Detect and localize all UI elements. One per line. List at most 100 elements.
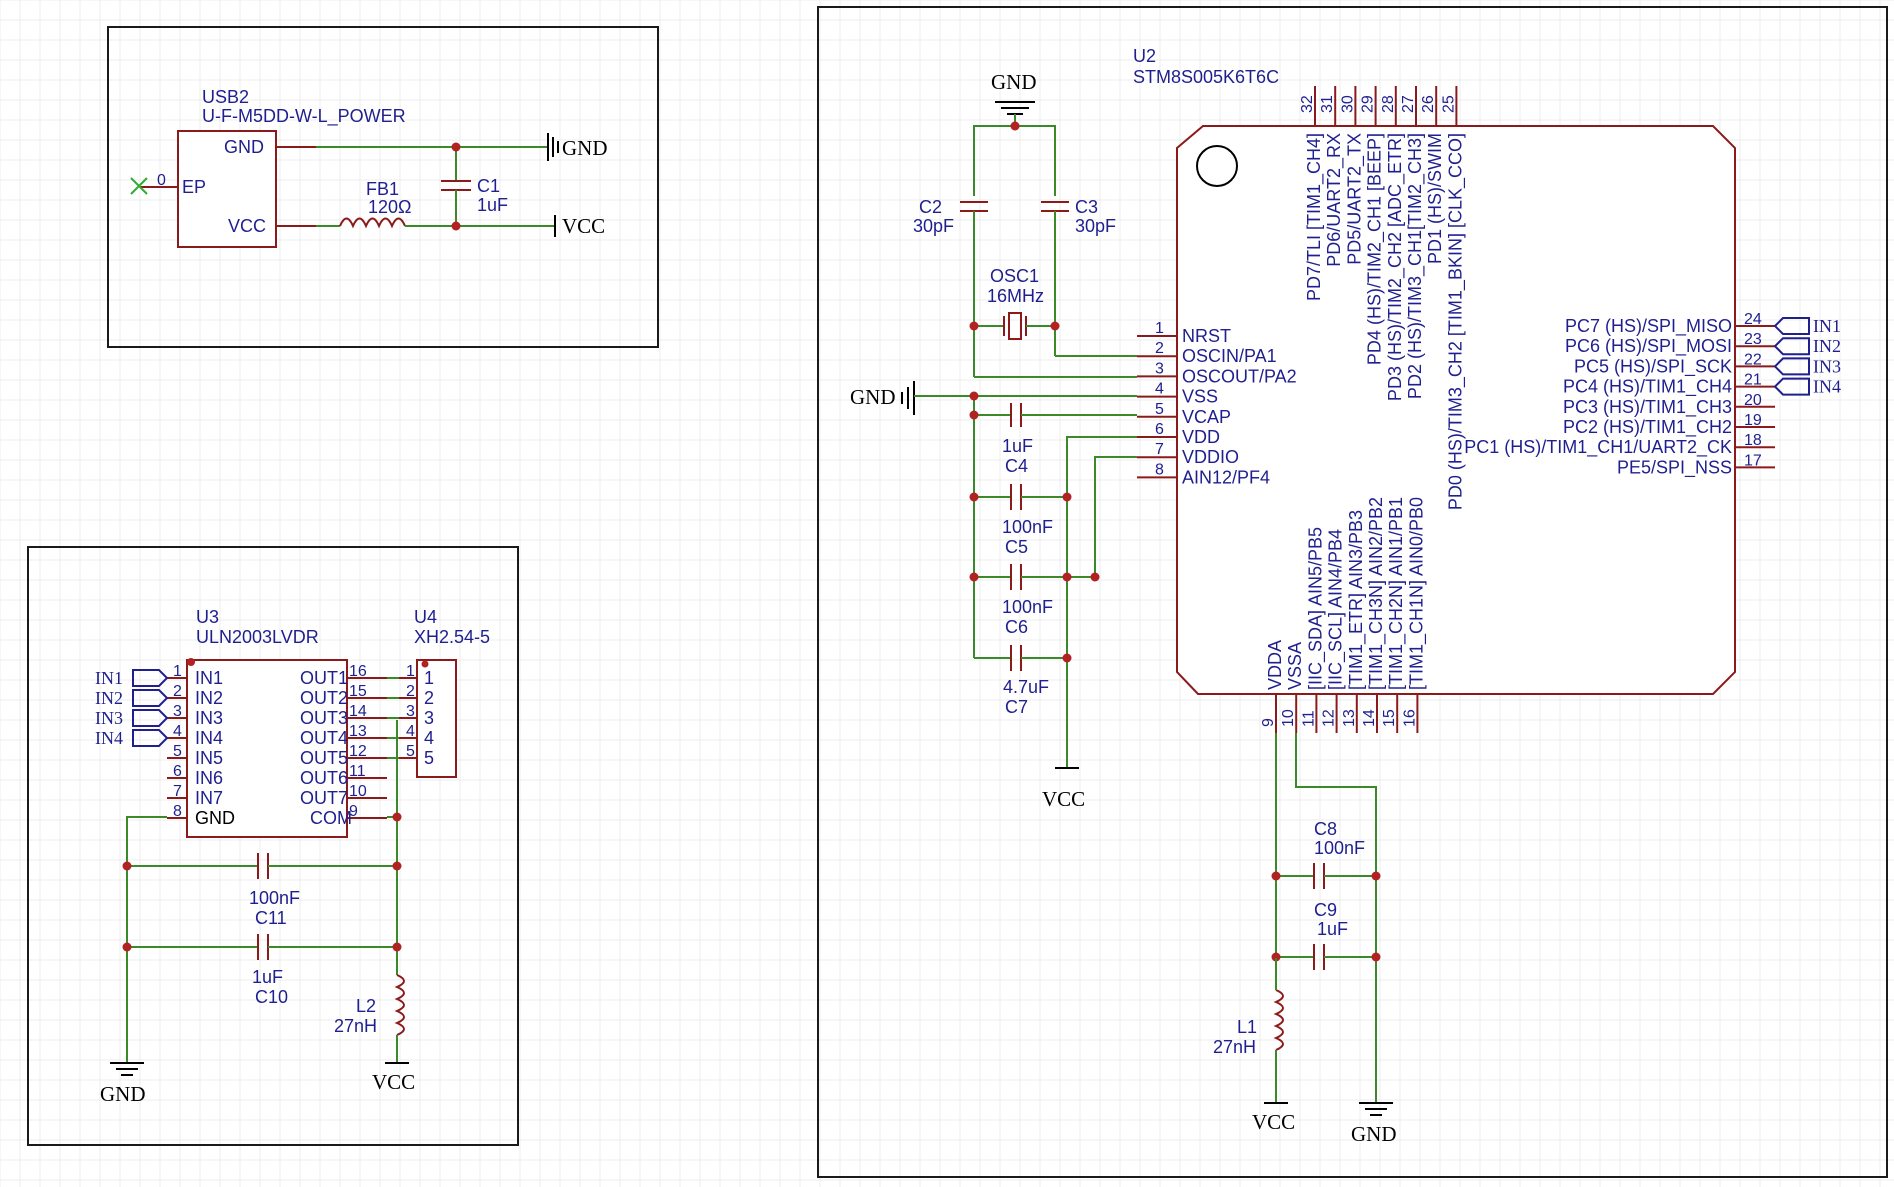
vcc-label: VCC — [562, 214, 605, 238]
u2-pin-label: PD5/UART2_TX — [1344, 133, 1365, 265]
u2-pin-label: OSCOUT/PA2 — [1182, 366, 1297, 386]
u3-body[interactable] — [186, 659, 348, 838]
u2-pin-num: 15 — [1381, 709, 1398, 727]
u2-pin-num: 16 — [1401, 709, 1418, 727]
u2-pin-num: 12 — [1321, 709, 1338, 727]
u2-pin-num: 9 — [1260, 718, 1277, 727]
usb2-pin-vcc-label: VCC — [228, 216, 266, 236]
c2-value: 30pF — [913, 216, 954, 236]
u2-pin-label: PC3 (HS)/TIM1_CH3 — [1563, 397, 1732, 418]
u2-pin-label: PD6/UART2_RX — [1324, 133, 1345, 267]
u2-pin-label: [IIC_SDA] AIN5/PB5 — [1305, 527, 1326, 690]
net-flag-in3-label: IN3 — [1813, 356, 1841, 376]
l1-ref: L1 — [1237, 1017, 1257, 1037]
vcc-label: VCC — [372, 1070, 415, 1094]
gnd-symbol — [547, 133, 559, 161]
l1-inductor[interactable] — [1273, 989, 1284, 1051]
c4-ref: C4 — [1005, 456, 1028, 476]
u2-pin-num: 21 — [1744, 372, 1762, 389]
u2-pin-label: PD3 (HS)/TIM2_CH2 [ADC_ETR] — [1385, 133, 1406, 401]
u2-pin-label: PC7 (HS)/SPI_MISO — [1565, 316, 1732, 337]
gnd-label: GND — [1351, 1122, 1397, 1146]
junction — [392, 942, 402, 952]
u4-ref: U4 — [414, 607, 437, 627]
u2-pin-label: [TIM1_CH3N] AIN2/PB2 — [1366, 497, 1387, 690]
junction — [969, 492, 979, 502]
u2-pin-label: NRST — [1182, 326, 1231, 346]
u2-pin-num: 30 — [1339, 95, 1356, 113]
net-flag-in2-label: IN2 — [1813, 336, 1841, 356]
u3-pin-label: OUT7 — [300, 788, 348, 808]
u2-ref: U2 — [1133, 46, 1156, 66]
u2-pin-label: PC5 (HS)/SPI_SCK — [1574, 356, 1732, 377]
net-flag-in3 — [1773, 357, 1810, 376]
u2-pin-label: VSSA — [1285, 642, 1305, 690]
usb2-pin-gnd-label: GND — [224, 137, 264, 157]
u2-pin-num: 8 — [1155, 461, 1164, 478]
u2-pin-num: 23 — [1744, 331, 1762, 348]
u3-pin-label: COM — [310, 808, 352, 828]
fb1-inductor[interactable] — [339, 217, 406, 229]
junction — [969, 391, 979, 401]
net-flag-in1-label: IN1 — [1813, 316, 1841, 336]
net-flag-in1 — [132, 669, 169, 687]
u4-pin-num: 1 — [406, 663, 415, 680]
gnd-label: GND — [562, 136, 608, 160]
u2-pin-label: PC1 (HS)/TIM1_CH1/UART2_CK — [1464, 437, 1732, 458]
u2-pin-num: 11 — [1300, 710, 1317, 727]
c4-value: 1uF — [1002, 436, 1033, 456]
l2-inductor[interactable] — [394, 974, 405, 1036]
u2-pin-num: 17 — [1744, 452, 1762, 469]
usb-power-block: USB2 U-F-M5DD-W-L_POWER GND VCC EP 0 FB1… — [107, 26, 659, 348]
junction — [392, 861, 402, 871]
vssa-wire — [1295, 733, 1377, 1103]
u2-pin-label: VDD — [1182, 427, 1220, 447]
junction — [1062, 653, 1072, 663]
u2-pin-num: 14 — [1361, 709, 1378, 727]
net-flag-in3-label: IN3 — [95, 708, 123, 728]
usb-block-frame — [107, 26, 659, 348]
u3-pin-label: OUT6 — [300, 768, 348, 788]
u4-pin-label: 1 — [424, 668, 434, 688]
usb2-body[interactable] — [177, 130, 277, 248]
osc1-crystal[interactable] — [1008, 312, 1022, 340]
junction — [122, 861, 132, 871]
no-connect-mark — [130, 177, 148, 195]
junction — [1010, 121, 1020, 131]
pin1-marker — [421, 660, 429, 668]
pin1-marker — [187, 658, 195, 666]
net-flag-in2 — [1773, 337, 1810, 356]
u3-pin-num: 7 — [173, 783, 182, 800]
osc1-ref: OSC1 — [990, 266, 1039, 286]
com-wire — [387, 720, 398, 818]
c5-value: 100nF — [1002, 517, 1053, 537]
u2-pin-label: VCAP — [1182, 407, 1231, 427]
u2-pin-label: PD4 (HS)/TIM2_CH1 [BEEP] — [1365, 133, 1386, 365]
u2-pin-label: PD0 (HS)/TIM3_CH2 [TIM1_BKIN] [CLK_CCO] — [1445, 133, 1466, 510]
u2-pin-num: 20 — [1744, 392, 1762, 409]
u2-body[interactable] — [1176, 125, 1736, 695]
gnd-symbol — [901, 381, 915, 415]
u4-body[interactable] — [416, 659, 457, 778]
u4-pin-num: 5 — [406, 743, 415, 760]
u2-pin-label: VDDIO — [1182, 447, 1239, 467]
u2-pin-label: VDDA — [1265, 640, 1285, 690]
u3-value: ULN2003LVDR — [196, 627, 319, 647]
u2-pin-label: PC4 (HS)/TIM1_CH4 — [1563, 377, 1732, 398]
u2-pin-num: 27 — [1400, 95, 1417, 113]
u3-pin-num: 12 — [349, 743, 367, 760]
u3-pin-num: 16 — [349, 663, 367, 680]
l1-value: 27nH — [1213, 1037, 1256, 1057]
net-flag-in3 — [132, 709, 169, 727]
c6-value: 100nF — [1002, 597, 1053, 617]
vddio-wire — [1067, 456, 1137, 578]
gnd-symbol — [1359, 1102, 1393, 1116]
u2-pin-num: 19 — [1744, 412, 1762, 429]
gnd-symbol — [110, 1062, 144, 1076]
u4-pin-label: 3 — [424, 708, 434, 728]
